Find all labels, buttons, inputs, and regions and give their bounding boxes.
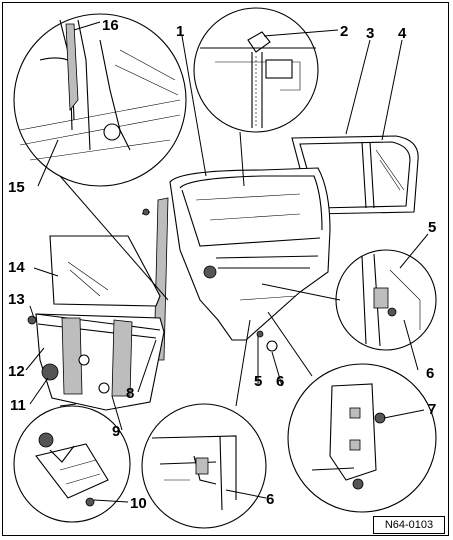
detail-circle-hinge <box>287 363 437 513</box>
callout-6-bottom: 6 <box>266 491 274 508</box>
fasteners <box>256 330 278 352</box>
detail-circle-lower-bracket <box>141 403 267 529</box>
detail-circle-latch <box>335 249 437 351</box>
callout-3: 3 <box>366 25 374 42</box>
callout-2: 2 <box>340 23 348 40</box>
figure-id-label: N64-0103 <box>373 516 445 534</box>
callout-5-lower: 5 <box>254 373 262 390</box>
door-body <box>169 167 331 341</box>
callout-1: 1 <box>176 23 184 40</box>
leader-lines <box>25 21 429 503</box>
callout-12: 12 <box>8 363 25 380</box>
window-glass <box>49 235 161 307</box>
callout-15: 15 <box>8 179 25 196</box>
diagram-frame <box>2 2 449 536</box>
callout-13: 13 <box>8 291 25 308</box>
detail-connectors <box>59 131 341 407</box>
callout-16: 16 <box>102 17 119 34</box>
callout-6-lower: 6 <box>276 373 284 390</box>
detail-circle-motor <box>13 405 131 523</box>
callout-6-right: 6 <box>426 365 434 382</box>
callout-labels: 1 2 3 4 5 5 6 6 6 7 8 9 10 11 12 13 14 1… <box>8 17 436 512</box>
window-regulator <box>27 313 165 411</box>
callout-4: 4 <box>398 25 407 42</box>
callout-10: 10 <box>130 495 147 512</box>
callout-8: 8 <box>126 385 134 402</box>
detail-circle-clip <box>193 7 319 133</box>
callout-7: 7 <box>428 401 436 418</box>
callout-5-right: 5 <box>428 219 436 236</box>
callout-14: 14 <box>8 259 25 276</box>
detail-circle-window-channel <box>13 13 187 187</box>
callout-11: 11 <box>10 397 26 414</box>
callout-9: 9 <box>112 423 120 440</box>
